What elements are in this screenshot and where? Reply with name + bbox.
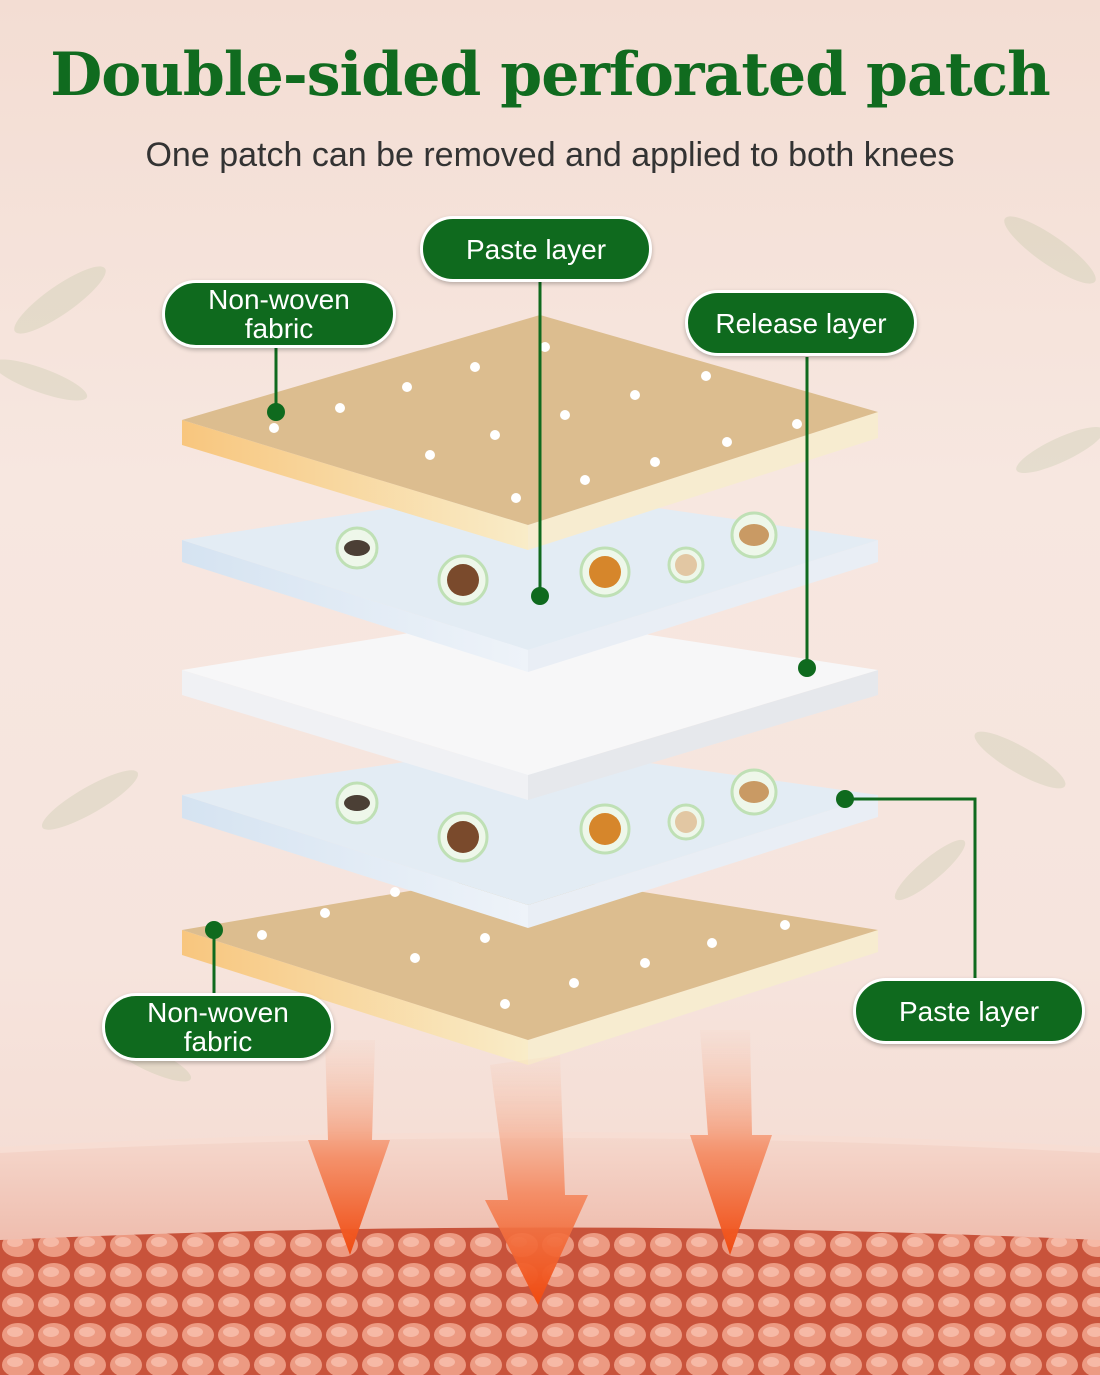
label-paste-layer-top-text: Paste layer	[465, 233, 607, 265]
label-nonwoven-bottom-line1: Non-woven	[147, 997, 289, 1028]
heat-arrow-center	[485, 1055, 588, 1305]
leader-paste-bottom	[845, 797, 977, 978]
label-release-layer: Release layer	[685, 290, 917, 356]
page-title: Double-sided perforated patch	[50, 40, 1051, 110]
root-slice-icon	[667, 546, 705, 584]
label-nonwoven-bottom-line2: fabric	[183, 1026, 253, 1057]
grain-icon	[437, 554, 489, 606]
label-paste-layer-top: Paste layer	[420, 216, 652, 282]
heat-arrow-left	[308, 1040, 390, 1255]
label-nonwoven-fabric-top: Non-woven fabric	[162, 280, 396, 348]
label-paste-layer-bottom-text: Paste layer	[898, 995, 1040, 1027]
leader-dots	[205, 403, 854, 939]
label-nonwoven-top-line1: Non-woven	[208, 284, 350, 315]
seed-icon	[335, 781, 379, 825]
ginger-icon	[730, 511, 778, 559]
root-slice-icon	[667, 803, 705, 841]
layer-nonwoven-bottom	[182, 872, 878, 1065]
herb-icon	[579, 803, 631, 855]
layer-release	[182, 615, 878, 800]
grain-icon	[437, 811, 489, 863]
leader-lines	[212, 282, 977, 995]
heat-arrow-right	[690, 1030, 772, 1255]
label-release-layer-text: Release layer	[715, 307, 887, 339]
herb-icons-top	[335, 511, 778, 606]
label-nonwoven-fabric-bottom: Non-woven fabric	[102, 993, 334, 1061]
label-paste-layer-bottom: Paste layer	[853, 978, 1085, 1044]
herb-icon	[579, 546, 631, 598]
label-nonwoven-top-line2: fabric	[244, 313, 314, 344]
heat-arrows	[308, 1030, 772, 1305]
herb-icons-bottom	[335, 768, 778, 863]
layer-nonwoven-top	[182, 315, 878, 550]
seed-icon	[335, 526, 379, 570]
page-subtitle: One patch can be removed and applied to …	[145, 136, 955, 174]
ginger-icon	[730, 768, 778, 816]
leaf-decoration	[0, 216, 1100, 1082]
